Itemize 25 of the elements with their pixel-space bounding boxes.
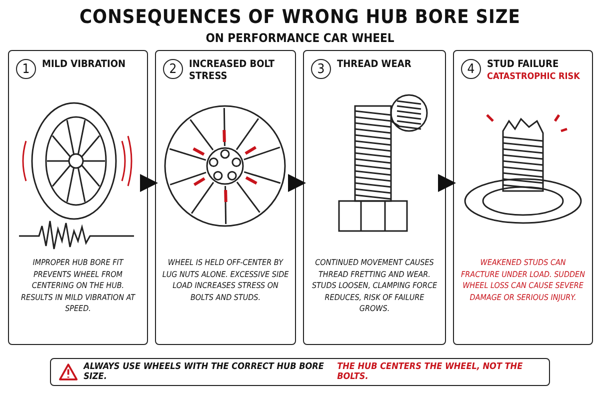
arrow	[438, 174, 456, 192]
step-panel	[8, 50, 148, 345]
step-description: WHEEL IS HELD OFF-CENTER BY LUG NUTS ALONE. EXCESSIVE SIDE LOAD INCREASES STRESS ON BOLTS AND STUDS.	[162, 257, 289, 303]
step-number: 1	[16, 59, 36, 79]
step-description: WEAKENED STUDS CAN FRACTURE UNDER LOAD. SUDDEN WHEEL LOSS CAN CAUSE SEVERE DAMAGE OR SERIOUS INJURY.	[460, 257, 586, 303]
arrow	[140, 174, 158, 192]
step-number: 3	[311, 59, 331, 79]
warning-text: ALWAYS USE WHEELS WITH THE CORRECT HUB BORE SIZE.	[84, 362, 325, 382]
step-number: 2	[163, 59, 183, 79]
step-number: 4	[461, 59, 481, 79]
warning-box	[50, 358, 550, 386]
step-description: CONTINUED MOVEMENT CAUSES THREAD FRETTING AND WEAR. STUDS LOOSEN, CLAMPING FORCE REDUCES, RISK OF FAILURE GROWS.	[310, 257, 438, 314]
step-description: IMPROPER HUB BORE FIT PREVENTS WHEEL FROM CENTERING ON THE HUB. RESULTS IN MILD VIBRATION AT SPEED.	[20, 257, 136, 314]
step-heading: MILD VIBRATION	[42, 59, 127, 71]
warning-text: THE HUB CENTERS THE WHEEL, NOT THE BOLTS.	[337, 362, 524, 382]
step-heading: STUD FAILURE	[487, 59, 560, 71]
step-heading: THREAD WEAR	[337, 59, 412, 71]
subtitle: ON PERFORMANCE CAR WHEEL	[204, 31, 396, 45]
step-panel	[453, 50, 593, 345]
arrow	[288, 174, 306, 192]
warning-subheading: CATASTROPHIC RISK	[487, 72, 580, 82]
step-panel	[303, 50, 446, 345]
title: CONSEQUENCES OF WRONG HUB BORE SIZE	[78, 6, 522, 28]
step-heading: INCREASED BOLT STRESS	[189, 59, 276, 83]
step-panel	[155, 50, 296, 345]
